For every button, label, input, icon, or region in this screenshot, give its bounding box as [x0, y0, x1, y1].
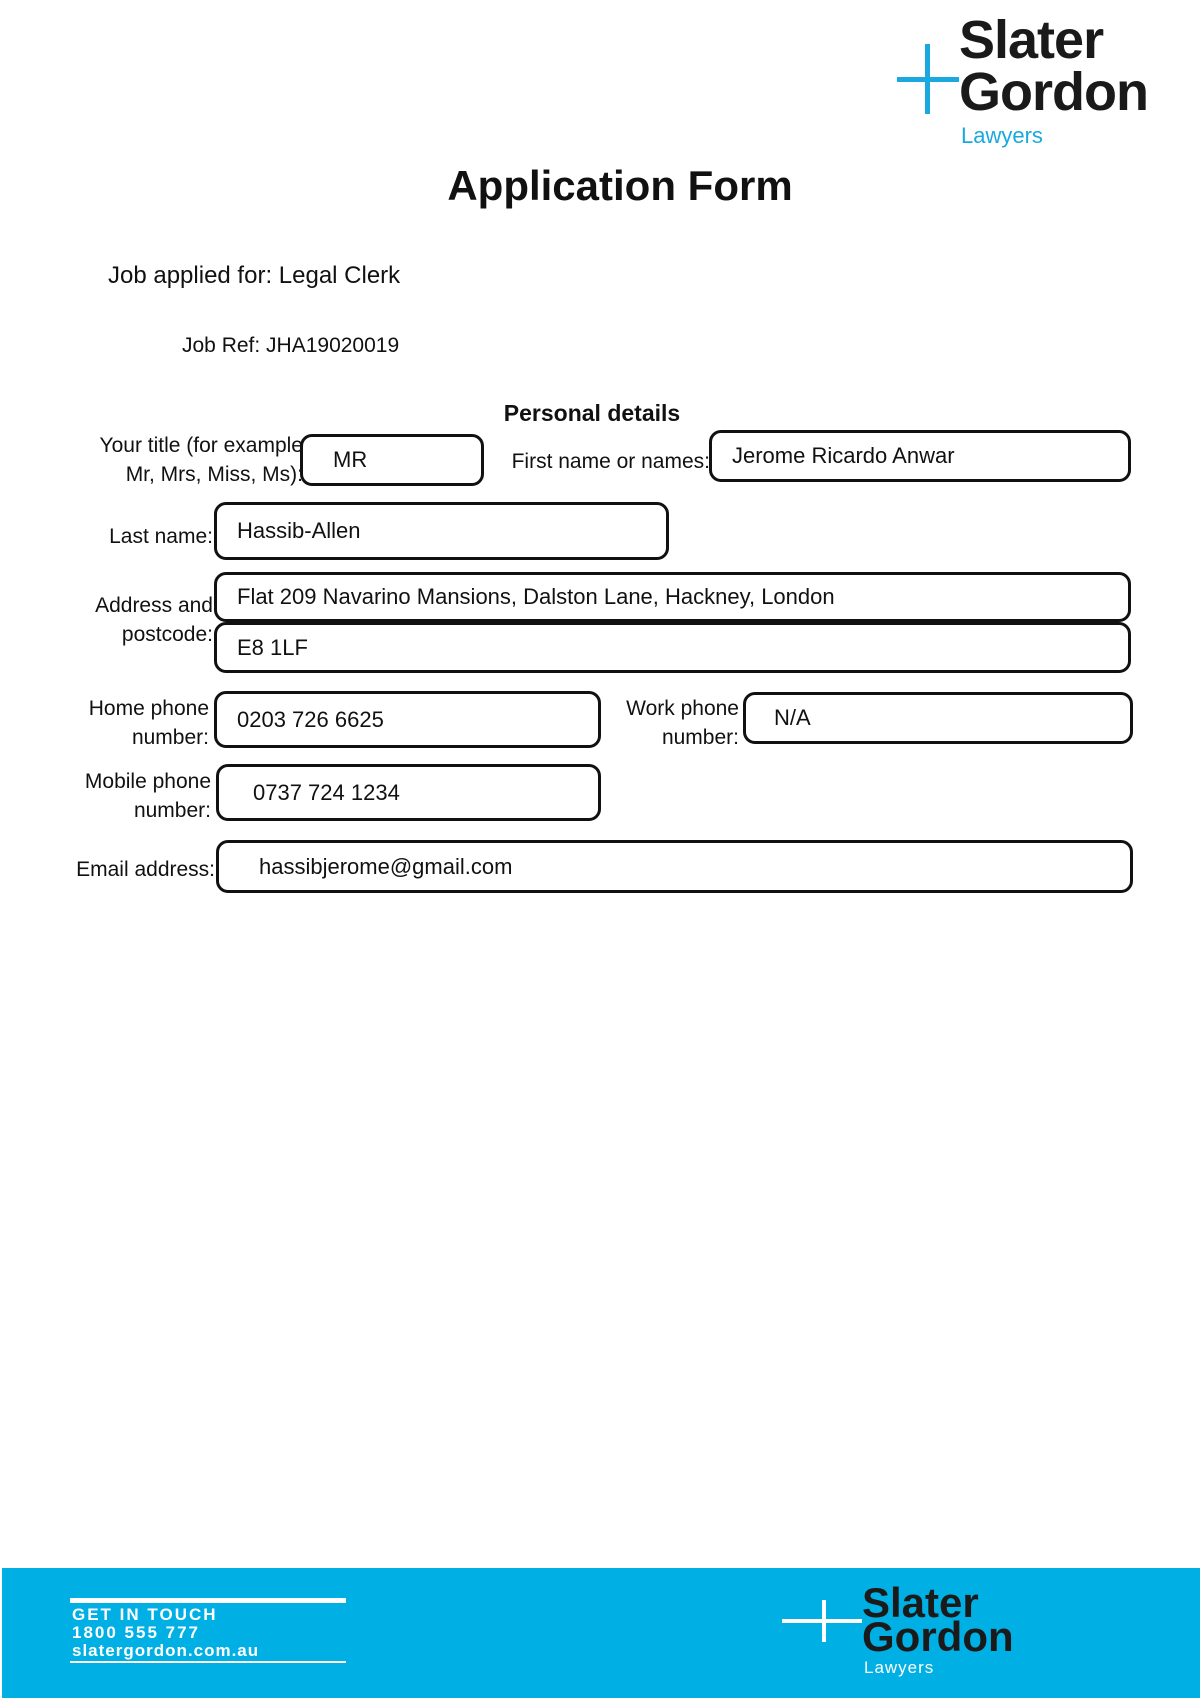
mobile-phone-field[interactable]: 0737 724 1234	[216, 764, 601, 821]
job-applied-for: Job applied for: Legal Clerk	[108, 262, 401, 289]
footer-website-link[interactable]: slatergordon.com.au	[72, 1641, 260, 1660]
home-phone-label-line-2: number:	[131, 726, 209, 749]
footer-logo: Slater Gordon Lawyers	[780, 1582, 1160, 1688]
last-name-field[interactable]: Hassib-Allen	[214, 502, 669, 560]
mobile-phone-label: Mobile phone number:	[85, 767, 211, 825]
footer-contact-heading: GET IN TOUCH	[72, 1605, 218, 1624]
email-field[interactable]: hassibjerome@gmail.com	[216, 840, 1133, 893]
title-field[interactable]: MR	[300, 434, 484, 486]
home-phone-label: Home phone number:	[89, 694, 209, 752]
title-label: Your title (for example Mr, Mrs, Miss, M…	[100, 431, 304, 489]
postcode-field[interactable]: E8 1LF	[214, 622, 1131, 673]
footer-rule-top	[70, 1598, 346, 1603]
logo-word-3: Lawyers	[961, 123, 1043, 148]
title-label-line-1: Your title (for example	[99, 434, 304, 457]
work-phone-field[interactable]: N/A	[743, 692, 1133, 744]
title-label-line-2: Mr, Mrs, Miss, Ms):	[125, 463, 303, 486]
address-label-line-1: Address and	[95, 594, 213, 617]
address-label-line-2: postcode:	[121, 623, 213, 646]
footer-logo-word-3: Lawyers	[864, 1658, 935, 1677]
work-phone-label: Work phone number:	[626, 694, 739, 752]
mobile-phone-label-line-2: number:	[133, 799, 211, 822]
page-title: Application Form	[447, 162, 793, 209]
mobile-phone-label-line-1: Mobile phone	[84, 770, 211, 793]
slater-gordon-logo: Slater Gordon Lawyers	[895, 10, 1185, 154]
work-phone-label-line-2: number:	[661, 726, 739, 749]
first-name-field[interactable]: Jerome Ricardo Anwar	[709, 430, 1131, 482]
job-reference: Job Ref: JHA19020019	[182, 334, 400, 357]
address-line-1-field[interactable]: Flat 209 Navarino Mansions, Dalston Lane…	[214, 572, 1131, 622]
first-name-label: First name or names:	[511, 450, 710, 473]
work-phone-label-line-1: Work phone	[626, 697, 739, 720]
footer-banner: GET IN TOUCH 1800 555 777 slatergordon.c…	[2, 1568, 1200, 1698]
logo-word-2: Gordon	[959, 62, 1149, 122]
footer-logo-word-2: Gordon	[862, 1613, 1014, 1660]
footer-logo-word-1: Slater	[862, 1579, 979, 1626]
logo-plus-horizontal	[897, 77, 959, 82]
home-phone-label-line-1: Home phone	[88, 697, 209, 720]
footer-phone[interactable]: 1800 555 777	[72, 1623, 200, 1642]
section-heading: Personal details	[503, 400, 681, 426]
address-label: Address and postcode:	[95, 591, 213, 649]
logo-word-1: Slater	[959, 10, 1104, 70]
footer-logo-plus-horizontal	[782, 1619, 862, 1623]
home-phone-field[interactable]: 0203 726 6625	[214, 691, 601, 748]
footer-rule-bottom	[70, 1661, 346, 1663]
email-label: Email address:	[76, 858, 215, 881]
last-name-label: Last name:	[109, 525, 213, 548]
